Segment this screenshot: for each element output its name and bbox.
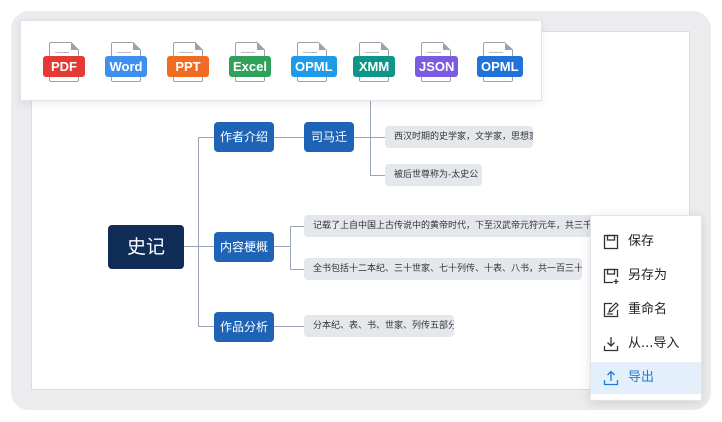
opml-format-button-2[interactable]: OPML — [477, 42, 523, 82]
format-badge: OPML — [477, 56, 523, 77]
menu-item-rename[interactable]: 重命名 — [591, 294, 701, 326]
connector-line — [370, 137, 385, 138]
connector-line — [354, 137, 370, 138]
format-badge: Word — [105, 56, 147, 77]
connector-line — [198, 137, 199, 327]
file-menu: 保存 另存为 重命名 从...导入 导出 — [590, 215, 702, 401]
menu-item-import[interactable]: 从...导入 — [591, 328, 701, 360]
connector-line — [198, 246, 214, 247]
format-badge: JSON — [415, 56, 459, 77]
menu-item-label: 保存 — [628, 234, 655, 249]
topic-node-summary[interactable]: 内容梗概 — [214, 232, 274, 262]
connector-line — [290, 226, 291, 269]
export-format-toolbar: PDF Word PPT Excel OPML XMM JSON OPML — [20, 20, 542, 101]
detail-node[interactable]: 西汉时期的史学家，文学家，思想家 — [385, 126, 533, 148]
xmm-format-button[interactable]: XMM — [353, 42, 395, 82]
topic-node-author[interactable]: 作者介绍 — [214, 122, 274, 152]
connector-line — [370, 175, 385, 176]
format-badge: Excel — [229, 56, 271, 77]
word-format-button[interactable]: Word — [105, 42, 147, 82]
detail-node[interactable]: 被后世尊称为-太史公 — [385, 164, 482, 186]
save-as-icon — [603, 268, 619, 284]
connector-line — [290, 226, 304, 227]
save-icon — [603, 234, 619, 250]
root-node[interactable]: 史记 — [108, 225, 184, 269]
connector-line — [274, 246, 290, 247]
format-badge: OPML — [291, 56, 337, 77]
connector-line — [198, 326, 214, 327]
menu-item-label: 另存为 — [628, 268, 668, 283]
detail-node[interactable]: 全书包括十二本纪、三十世家、七十列传、十表、八书，共一百三十篇 — [304, 258, 582, 280]
connector-line — [290, 269, 304, 270]
subtopic-node-author-name[interactable]: 司马迁 — [304, 122, 354, 152]
format-badge: XMM — [353, 56, 395, 77]
connector-line — [184, 246, 198, 247]
json-format-button[interactable]: JSON — [415, 42, 459, 82]
connector-line — [274, 137, 304, 138]
menu-item-save[interactable]: 保存 — [591, 226, 701, 258]
menu-item-export[interactable]: 导出 — [591, 362, 701, 394]
menu-item-label: 从...导入 — [628, 336, 680, 351]
menu-item-save-as[interactable]: 另存为 — [591, 260, 701, 292]
connector-line — [370, 101, 371, 175]
export-icon — [603, 370, 619, 386]
opml-format-button[interactable]: OPML — [291, 42, 337, 82]
detail-node[interactable]: 记载了上自中国上古传说中的黄帝时代，下至汉武帝元狩元年，共三千多年的历史 — [304, 215, 614, 237]
rename-icon — [603, 302, 619, 318]
format-badge: PPT — [167, 56, 209, 77]
detail-node[interactable]: 分本纪、表、书、世家、列传五部分 — [304, 315, 454, 337]
menu-item-label: 导出 — [628, 370, 655, 385]
topic-node-analysis[interactable]: 作品分析 — [214, 312, 274, 342]
format-badge: PDF — [43, 56, 85, 77]
import-icon — [603, 337, 619, 352]
connector-line — [274, 326, 304, 327]
ppt-format-button[interactable]: PPT — [167, 42, 209, 82]
menu-item-label: 重命名 — [628, 302, 668, 317]
excel-format-button[interactable]: Excel — [229, 42, 271, 82]
pdf-format-button[interactable]: PDF — [43, 42, 85, 82]
connector-line — [198, 137, 214, 138]
